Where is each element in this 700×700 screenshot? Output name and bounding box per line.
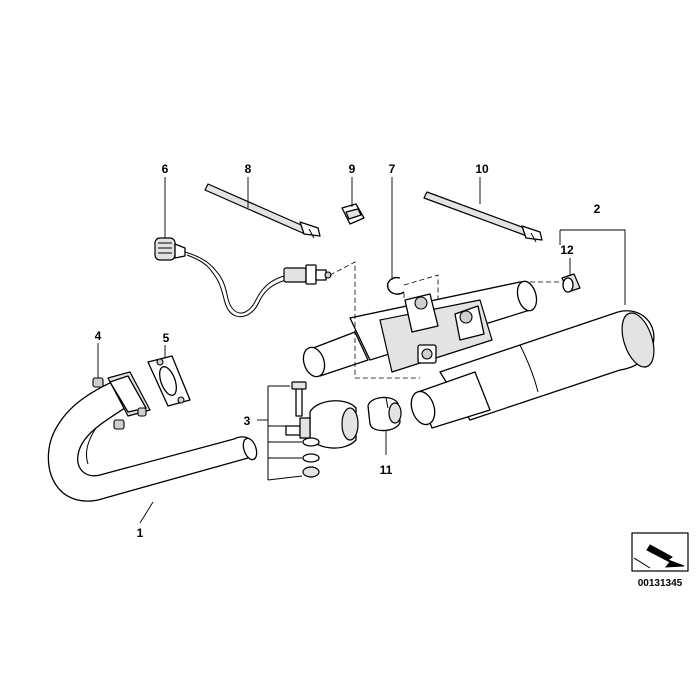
part-11-sleeve (367, 396, 402, 432)
part-5-gasket (147, 355, 191, 407)
part-6-oxygen-sensor (154, 237, 332, 318)
part-9-clip (341, 203, 365, 225)
part-3-clamp-kit (267, 381, 359, 481)
callout-10: 10 (475, 162, 489, 176)
part-4-nut-upper (92, 377, 104, 388)
callout-5: 5 (163, 331, 170, 345)
callout-3: 3 (244, 414, 251, 428)
callout-2: 2 (594, 202, 601, 216)
part-8-cable-tie (204, 183, 321, 239)
callout-6: 6 (162, 162, 169, 176)
callout-8: 8 (245, 162, 252, 176)
part-2-silencer (302, 280, 655, 429)
callout-9: 9 (349, 162, 356, 176)
callout-11: 11 (380, 463, 393, 477)
callout-12: 12 (560, 243, 574, 257)
reference-number: 00131345 (638, 578, 683, 589)
part-4-nut-lower (113, 419, 125, 430)
callout-labels: 1 2 3 4 5 6 7 8 9 10 11 12 (95, 162, 601, 540)
part-7-circlip (386, 276, 405, 295)
callout-7: 7 (389, 162, 396, 176)
part-12-bushing (561, 273, 581, 293)
reference-box: 00131345 (631, 532, 689, 589)
part-10-cable-tie (423, 191, 543, 243)
arrow-icon (646, 544, 685, 568)
assembly-guide-lines (329, 261, 560, 379)
leader-lines (97, 177, 626, 524)
callout-1: 1 (137, 526, 144, 540)
part-1-exhaust-header-pipe (47, 371, 258, 502)
callout-4: 4 (95, 329, 102, 343)
